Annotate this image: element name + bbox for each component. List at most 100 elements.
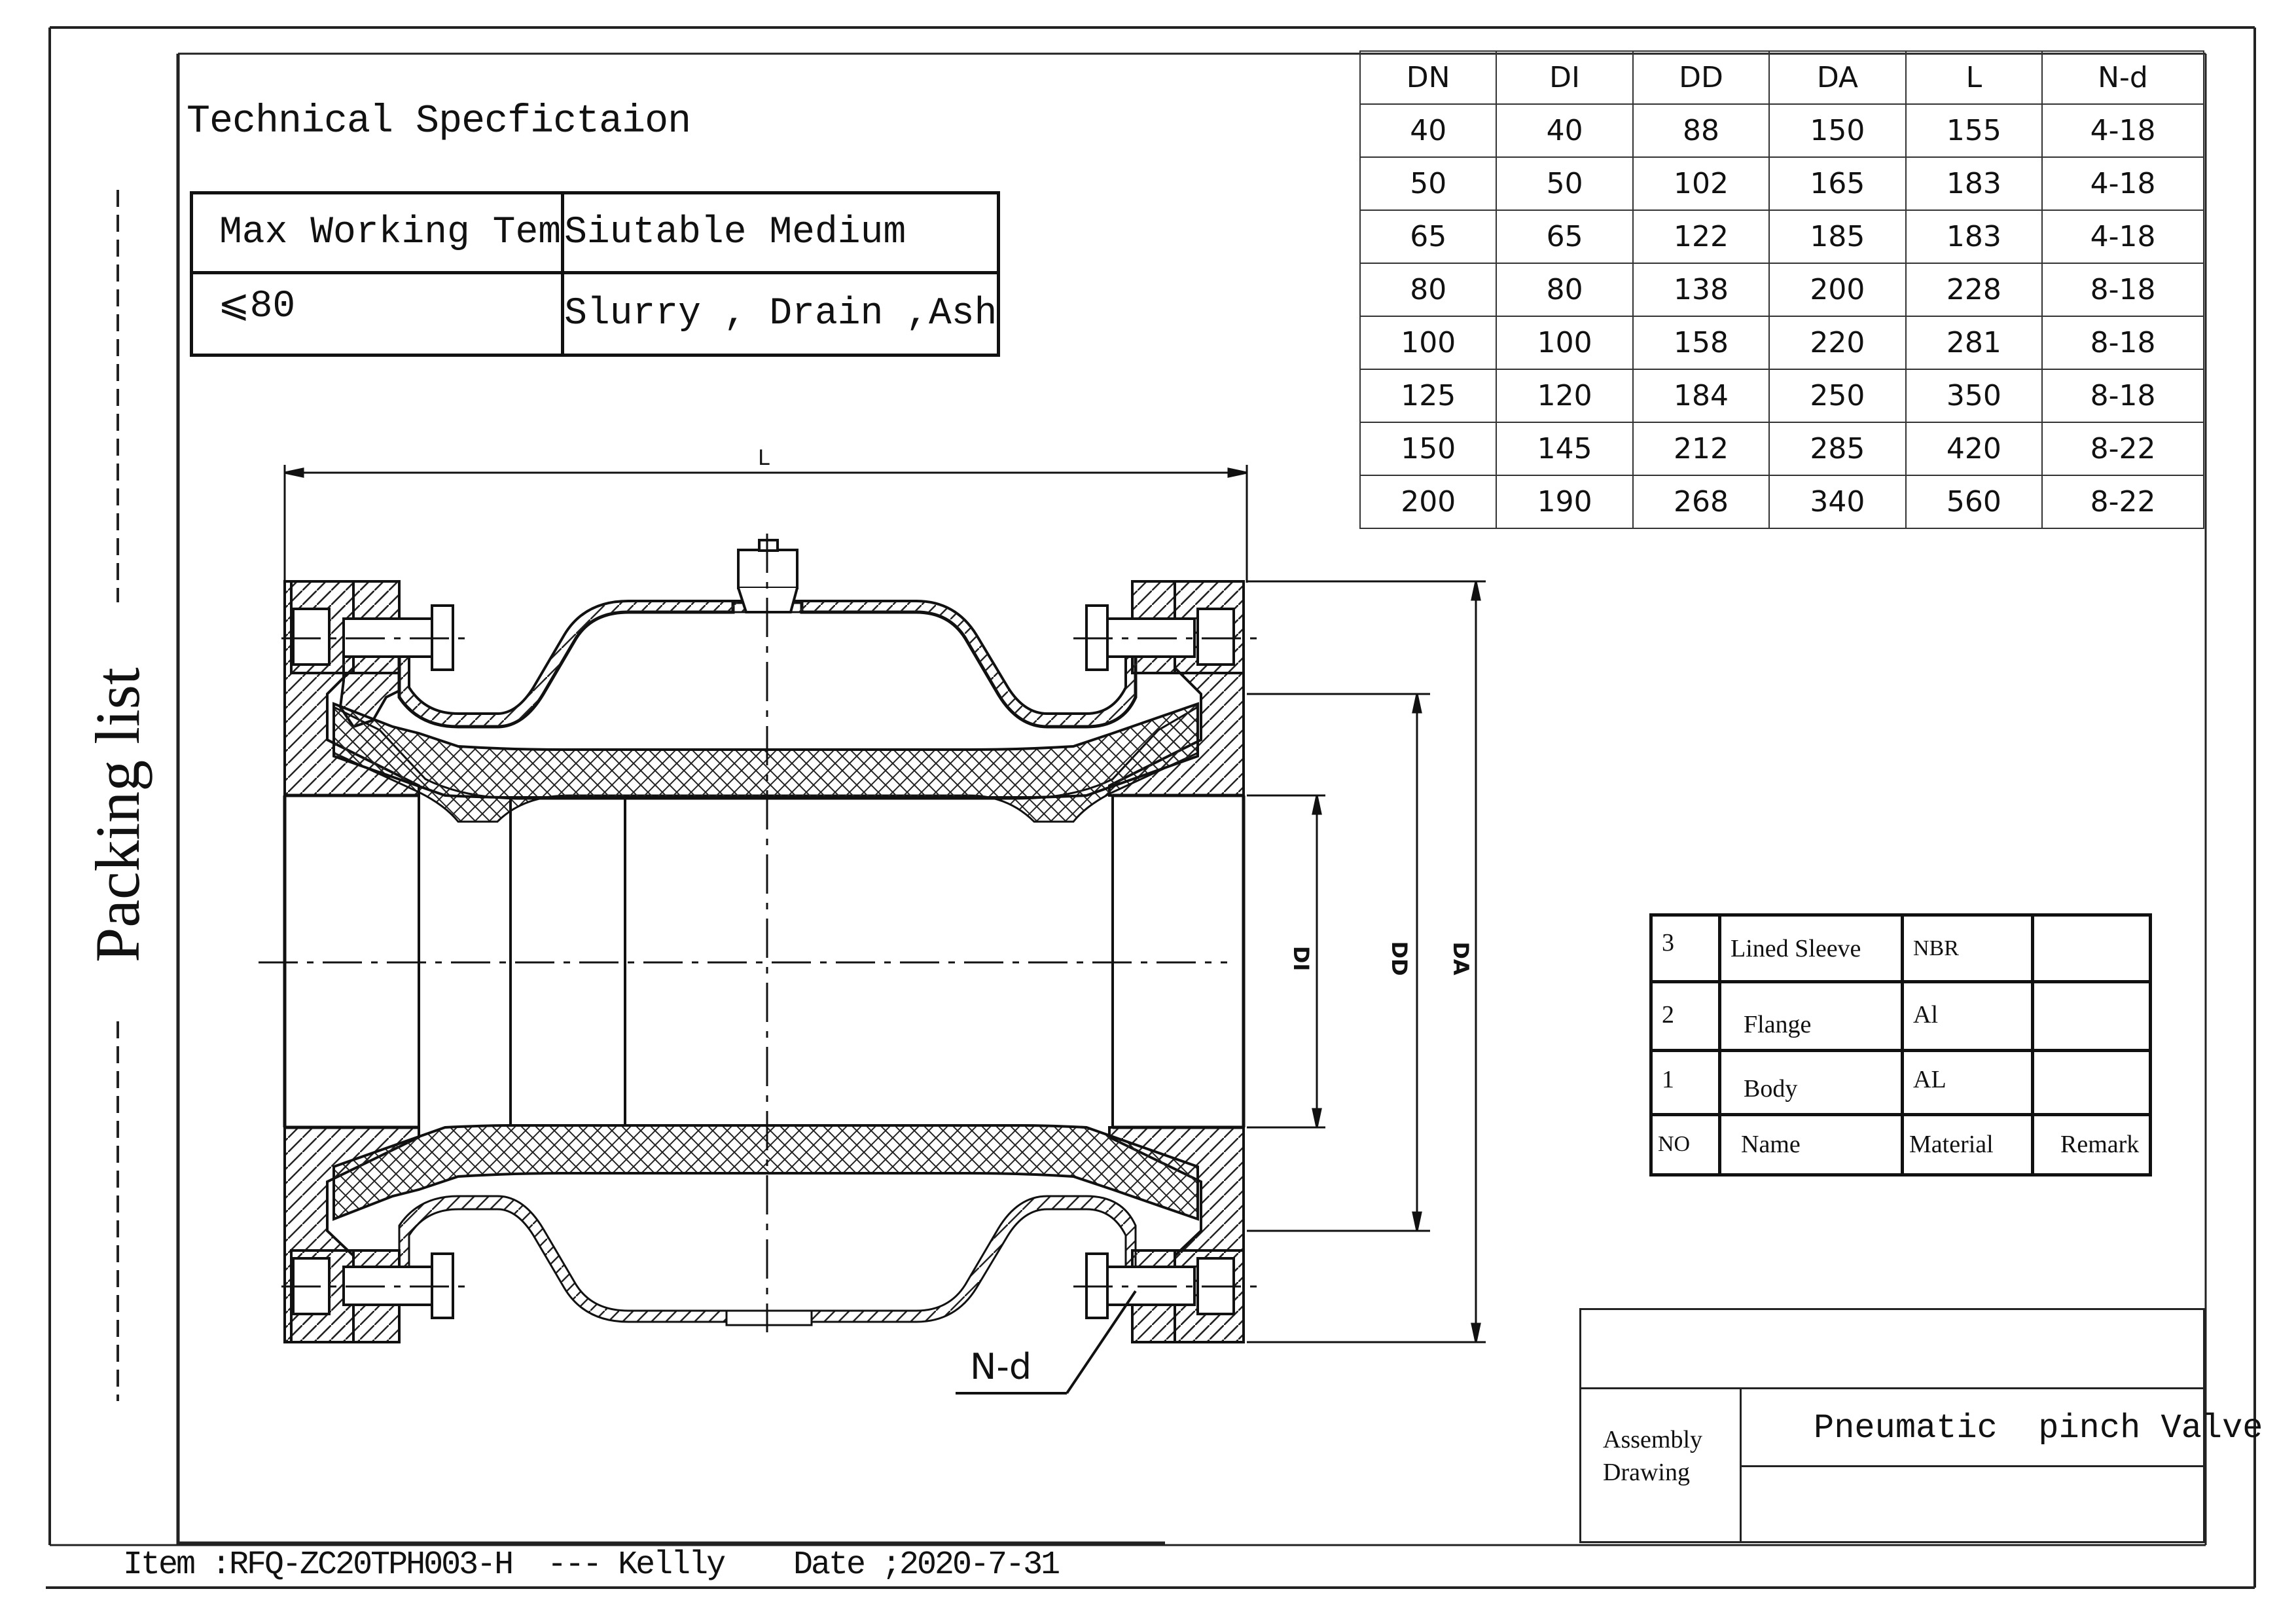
table-cell: 80 [1496, 263, 1634, 317]
table-cell: 200 [1768, 263, 1907, 317]
col-header: N-d [2041, 50, 2204, 105]
part-no: 3 [1649, 913, 1721, 984]
valve-cross-section [259, 465, 1486, 1395]
drawing-type-line2: Drawing [1603, 1459, 1690, 1486]
spec-title: Technical Specfictaion [187, 100, 691, 144]
table-cell: 8-18 [2041, 369, 2204, 423]
footer-item: Item :RFQ-ZC20TPH003-H --- Kellly [123, 1546, 726, 1584]
table-cell: 88 [1632, 103, 1770, 158]
table-cell: 100 [1496, 316, 1634, 370]
table-cell: 190 [1496, 475, 1634, 529]
col-header: DD [1632, 50, 1770, 105]
col-header: DA [1768, 50, 1907, 105]
table-cell: 340 [1768, 475, 1907, 529]
part-name: Lined Sleeve [1718, 913, 1904, 984]
table-cell: 158 [1632, 316, 1770, 370]
spec-value-medium: Slurry , Drain ,Ash [561, 271, 1001, 357]
dimensions-vertical [1247, 580, 1486, 1343]
table-row: NO Name Material Remark [1649, 1112, 2152, 1177]
table-cell: 40 [1496, 103, 1634, 158]
table-cell: 155 [1905, 103, 2043, 158]
part-name: Body [1718, 1048, 1904, 1116]
part-material: Al [1901, 980, 2034, 1052]
col-header: L [1905, 50, 2043, 105]
table-cell: 4-18 [2041, 156, 2204, 211]
table-row: 200 190 268 340 560 8-22 [1359, 475, 2204, 529]
spec-header-temp: Max Working Tem [189, 191, 565, 274]
table-row: 1 Body AL [1649, 1048, 2152, 1116]
table-row: 40 40 88 150 155 4-18 [1359, 103, 2204, 158]
part-no: 1 [1649, 1048, 1721, 1116]
table-row: 100 100 158 220 281 8-18 [1359, 316, 2204, 370]
table-cell: 250 [1768, 369, 1907, 423]
table-cell: 150 [1359, 422, 1498, 476]
table-cell: 8-22 [2041, 422, 2204, 476]
table-cell: 183 [1905, 156, 2043, 211]
dimension-table-header: DN DI DD DA L N-d [1359, 50, 2204, 105]
table-cell: 40 [1359, 103, 1498, 158]
dimension-table: DN DI DD DA L N-d 40 40 88 150 155 4-18 … [1359, 50, 2204, 529]
table-cell: 200 [1359, 475, 1498, 529]
table-cell: 65 [1359, 210, 1498, 264]
table-cell: 65 [1496, 210, 1634, 264]
table-cell: 420 [1905, 422, 2043, 476]
table-row: 125 120 184 250 350 8-18 [1359, 369, 2204, 423]
table-cell: 165 [1768, 156, 1907, 211]
dimension-label-L: L [758, 445, 770, 470]
table-cell: 50 [1496, 156, 1634, 211]
table-row: 150 145 212 285 420 8-22 [1359, 422, 2204, 476]
table-cell: 4-18 [2041, 210, 2204, 264]
col-header: DN [1359, 50, 1498, 105]
table-cell: 183 [1905, 210, 2043, 264]
table-cell: 8-22 [2041, 475, 2204, 529]
table-cell: 184 [1632, 369, 1770, 423]
table-row: 3 Lined Sleeve NBR [1649, 913, 2152, 984]
sheet-border [46, 26, 2256, 1589]
table-cell: 350 [1905, 369, 2043, 423]
dimension-label-DA: DA [1448, 941, 1473, 976]
table-cell: 145 [1496, 422, 1634, 476]
table-cell: 122 [1632, 210, 1770, 264]
table-cell: 4-18 [2041, 103, 2204, 158]
part-no: 2 [1649, 980, 1721, 1052]
header-no: NO [1649, 1112, 1721, 1177]
table-cell: 138 [1632, 263, 1770, 317]
table-cell: 8-18 [2041, 316, 2204, 370]
part-material: NBR [1901, 913, 2034, 984]
header-name: Name [1718, 1112, 1904, 1177]
table-cell: 212 [1632, 422, 1770, 476]
dimension-label-DD: DD [1387, 941, 1412, 976]
dimension-label-DI: DI [1289, 945, 1314, 972]
spec-value-temp: ⩽80 [189, 271, 565, 357]
table-cell: 281 [1905, 316, 2043, 370]
title-block: Assembly Drawing Pneumatic pinch Valve [1579, 1308, 2263, 1543]
packing-list-label: Packing list [82, 667, 152, 962]
part-remark [2031, 980, 2152, 1052]
part-name: Flange [1718, 980, 1904, 1052]
table-row: 80 80 138 200 228 8-18 [1359, 263, 2204, 317]
dimension-label-Nd: N-d [970, 1346, 1032, 1387]
table-row: 65 65 122 185 183 4-18 [1359, 210, 2204, 264]
table-cell: 185 [1768, 210, 1907, 264]
table-cell: 102 [1632, 156, 1770, 211]
table-cell: 80 [1359, 263, 1498, 317]
table-cell: 125 [1359, 369, 1498, 423]
table-cell: 100 [1359, 316, 1498, 370]
table-cell: 268 [1632, 475, 1770, 529]
table-cell: 220 [1768, 316, 1907, 370]
table-row: 2 Flange Al [1649, 980, 2152, 1052]
Nd-leader [956, 1290, 1137, 1395]
part-remark [2031, 913, 2152, 984]
table-cell: 8-18 [2041, 263, 2204, 317]
product-name: Pneumatic pinch Valve [1814, 1409, 2263, 1448]
header-remark: Remark [2031, 1112, 2152, 1177]
part-material: AL [1901, 1048, 2034, 1116]
footer-date: Date ;2020-7-31 [793, 1546, 1060, 1584]
table-row: 50 50 102 165 183 4-18 [1359, 156, 2204, 211]
drawing-type-line1: Assembly [1603, 1426, 1702, 1453]
table-cell: 560 [1905, 475, 2043, 529]
part-remark [2031, 1048, 2152, 1116]
table-cell: 120 [1496, 369, 1634, 423]
